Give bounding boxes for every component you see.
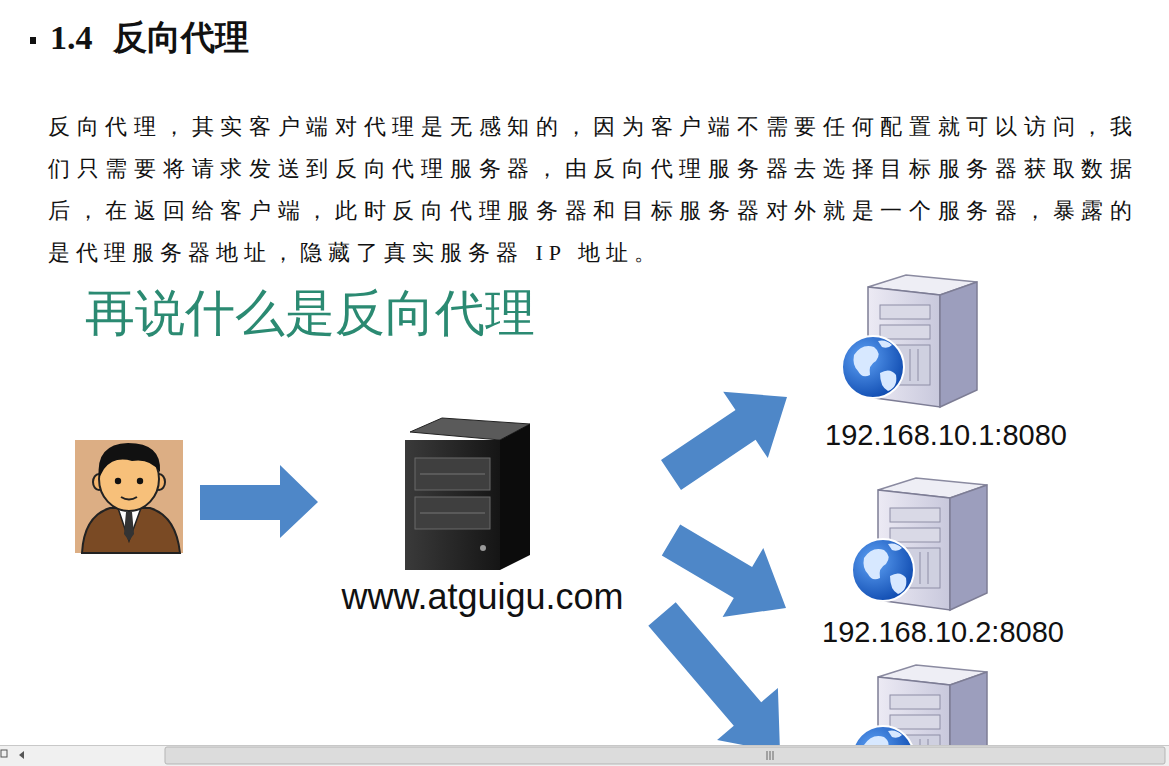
body-paragraph: 反向代理，其实客户端对代理是无感知的，因为客户端不需要任何配置就可以访问，我们只… — [48, 106, 1138, 274]
block-arrow — [662, 525, 786, 618]
server-node: 192.168.10.1:8080 — [809, 272, 1083, 457]
server-icon — [842, 275, 977, 407]
server-address: 192.168.10.2:8080 — [806, 614, 1080, 650]
slide-heading: 再说什么是反向代理 — [85, 283, 535, 343]
server-node: www.atguigu.com — [324, 415, 641, 621]
block-arrow — [661, 392, 787, 490]
forward-arrow — [648, 602, 780, 752]
scrollbar — [0, 745, 1169, 766]
server-address: www.atguigu.com — [324, 577, 641, 617]
server-address: 192.168.10.1:8080 — [809, 417, 1083, 453]
heading-bullet — [30, 37, 36, 44]
proxy-server-icon — [405, 418, 530, 570]
server-icon — [852, 478, 987, 610]
server-node: 192.168.10.2:8080 — [806, 476, 1080, 654]
request-arrow — [200, 465, 318, 538]
user-icon — [75, 440, 183, 553]
section-heading: 1.4 反向代理 — [50, 16, 249, 60]
